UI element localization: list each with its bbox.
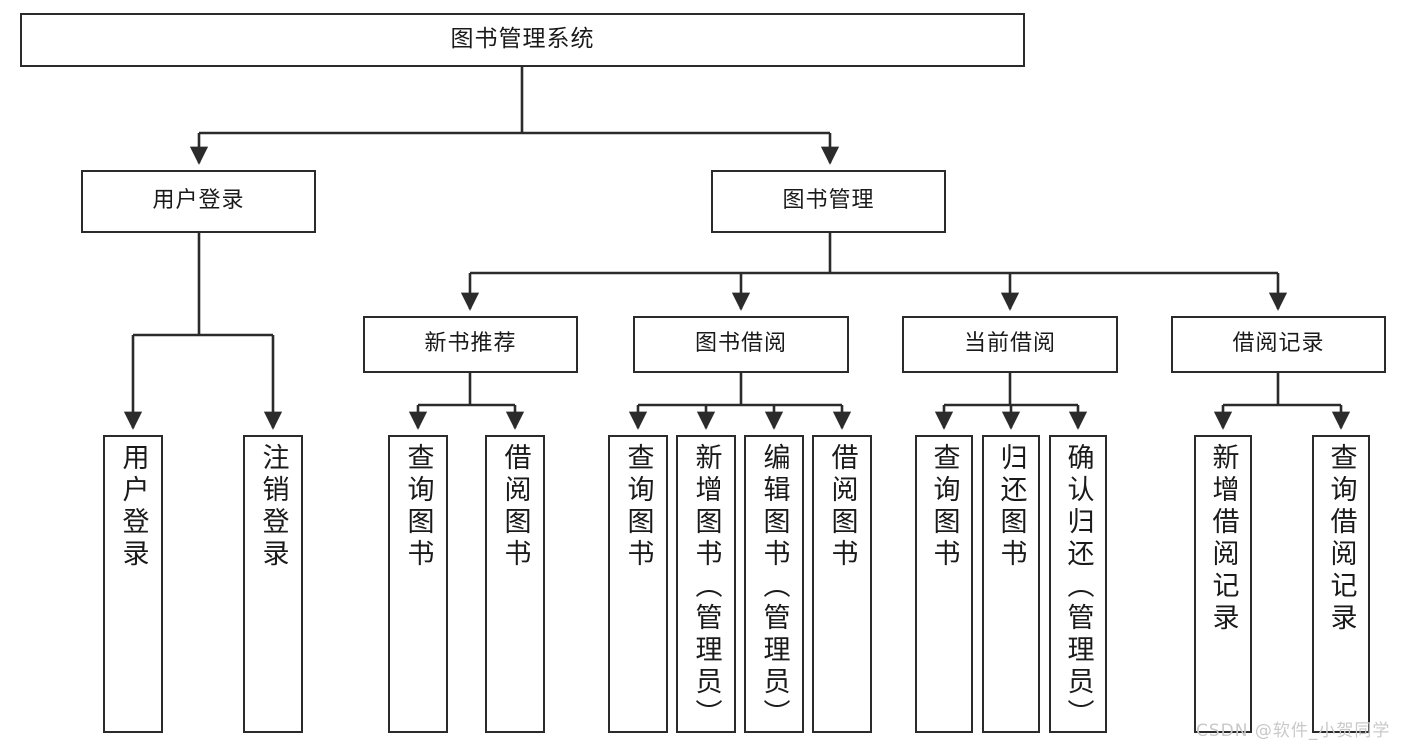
node-label: 编辑图书（管理员）: [758, 443, 790, 731]
node-current-borrow[interactable]: 当前借阅: [902, 316, 1118, 373]
node-label: 借阅记录: [1232, 331, 1325, 357]
node-label: 查询借阅记录: [1325, 443, 1357, 635]
leaf-borrow-book-2[interactable]: 借阅图书: [812, 435, 872, 733]
leaf-query-book-1[interactable]: 查询图书: [388, 435, 448, 733]
node-label: 图书管理系统: [450, 26, 595, 53]
node-label: 查询图书: [402, 443, 434, 571]
leaf-confirm-return-admin[interactable]: 确认归还（管理员）: [1049, 435, 1107, 733]
leaf-add-borrow-record[interactable]: 新增借阅记录: [1194, 435, 1252, 733]
node-label: 新增借阅记录: [1207, 443, 1239, 635]
node-book-manage[interactable]: 图书管理: [711, 170, 946, 233]
node-new-book-rec[interactable]: 新书推荐: [363, 316, 578, 373]
node-label: 用户登录: [152, 188, 245, 214]
leaf-logout-login[interactable]: 注销登录: [243, 435, 303, 733]
leaf-edit-book-admin[interactable]: 编辑图书（管理员）: [744, 435, 804, 733]
node-borrow-record[interactable]: 借阅记录: [1171, 316, 1386, 373]
node-label: 归还图书: [995, 443, 1027, 571]
leaf-add-book-admin[interactable]: 新增图书（管理员）: [676, 435, 736, 733]
node-label: 借阅图书: [499, 443, 531, 571]
node-label: 用户登录: [117, 443, 149, 571]
node-user-login[interactable]: 用户登录: [81, 170, 316, 233]
leaf-query-borrow-record[interactable]: 查询借阅记录: [1312, 435, 1370, 733]
leaf-query-book-2[interactable]: 查询图书: [608, 435, 668, 733]
node-label: 新书推荐: [424, 331, 517, 357]
node-root-system[interactable]: 图书管理系统: [20, 13, 1025, 67]
node-book-borrow[interactable]: 图书借阅: [633, 316, 849, 373]
node-label: 当前借阅: [963, 331, 1056, 357]
leaf-query-book-3[interactable]: 查询图书: [915, 435, 973, 733]
node-label: 查询图书: [928, 443, 960, 571]
leaf-return-book[interactable]: 归还图书: [982, 435, 1040, 733]
leaf-user-login[interactable]: 用户登录: [103, 435, 163, 733]
node-label: 图书管理: [782, 188, 875, 214]
node-label: 查询图书: [622, 443, 654, 571]
leaf-borrow-book-1[interactable]: 借阅图书: [485, 435, 545, 733]
node-label: 注销登录: [257, 443, 289, 571]
node-label: 图书借阅: [694, 331, 787, 357]
node-label: 新增图书（管理员）: [690, 443, 722, 731]
csdn-watermark: CSDN @软件_小贺同学: [1196, 721, 1391, 741]
node-label: 借阅图书: [826, 443, 858, 571]
node-label: 确认归还（管理员）: [1062, 443, 1094, 731]
